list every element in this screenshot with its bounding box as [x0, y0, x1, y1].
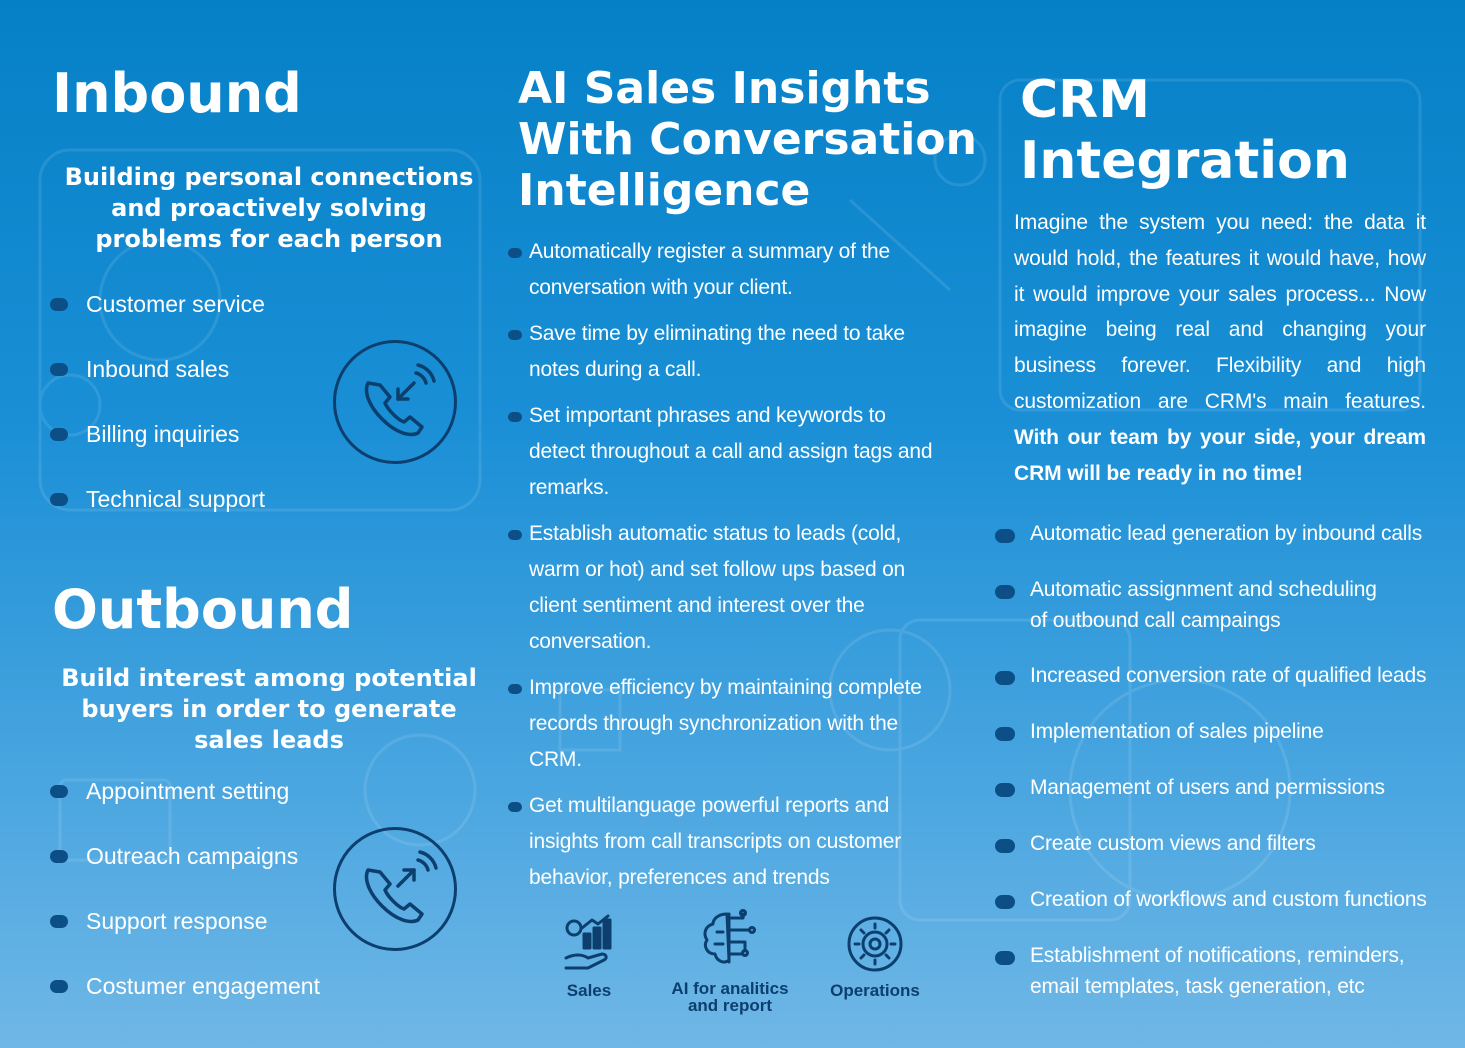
outbound-title: Outbound — [52, 578, 354, 641]
list-item: Inbound sales — [50, 355, 350, 420]
bullet-dot — [50, 850, 68, 863]
bullet-dot — [50, 428, 68, 441]
ai-brain-icon — [703, 909, 756, 964]
bullet-dot — [995, 783, 1015, 797]
ai-analytics-item: AI for analitics and report — [670, 908, 790, 1014]
list-item: Create custom views and filters — [995, 828, 1455, 884]
bullet-dot — [50, 493, 68, 506]
list-item: Improve efficiency by maintaining comple… — [508, 670, 963, 778]
operations-gear-icon — [847, 916, 903, 972]
sales-item: Sales — [549, 914, 629, 999]
inbound-title: Inbound — [52, 62, 302, 125]
list-item: Customer service — [50, 290, 350, 355]
bullet-dot — [995, 951, 1015, 965]
bullet-dot — [508, 248, 522, 258]
outbound-subtitle: Build interest among potential buyers in… — [61, 664, 477, 754]
bullet-dot — [508, 802, 522, 812]
bullet-dot — [50, 980, 68, 993]
crm-paragraph-highlight: With our team by your side, your dream C… — [1014, 425, 1426, 485]
crm-feature-list: Automatic lead generation by inbound cal… — [995, 518, 1455, 1002]
bullet-dot — [50, 363, 68, 376]
bullet-dot — [508, 330, 522, 340]
sales-growth-icon — [564, 914, 612, 970]
list-item: Implementation of sales pipeline — [995, 716, 1455, 772]
inbound-subtitle: Building personal connections and proact… — [64, 163, 474, 253]
operations-item: Operations — [820, 914, 930, 999]
bullet-dot — [995, 585, 1015, 599]
inbound-list: Customer service Inbound sales Billing i… — [50, 290, 350, 550]
crm-paragraph: Imagine the system you need: the data it… — [1014, 211, 1426, 485]
outgoing-call-icon — [333, 827, 457, 951]
crm-title: CRM Integration — [1020, 70, 1350, 191]
list-item: Establishment of notifications, reminder… — [995, 940, 1455, 1002]
bullet-dot — [508, 530, 522, 540]
bullet-dot — [50, 915, 68, 928]
outbound-list: Appointment setting Outreach campaigns S… — [50, 777, 350, 1037]
list-item: Outreach campaigns — [50, 842, 350, 907]
list-item: Automatic lead generation by inbound cal… — [995, 518, 1455, 574]
ai-title: AI Sales Insights With Conversation Inte… — [518, 63, 977, 216]
list-item: Management of users and permissions — [995, 772, 1455, 828]
bullet-dot — [508, 684, 522, 694]
list-item: Increased conversion rate of qualified l… — [995, 660, 1455, 716]
bullet-dot — [995, 895, 1015, 909]
bullet-dot — [508, 412, 522, 422]
bullet-dot — [50, 785, 68, 798]
bullet-dot — [995, 727, 1015, 741]
list-item: Costumer engagement — [50, 972, 350, 1037]
list-item: Technical support — [50, 485, 350, 550]
list-item: Creation of workflows and custom functio… — [995, 884, 1455, 940]
incoming-call-icon — [333, 340, 457, 464]
list-item: Billing inquiries — [50, 420, 350, 485]
list-item: Establish automatic status to leads (col… — [508, 516, 963, 660]
bullet-dot — [50, 298, 68, 311]
bullet-dot — [995, 671, 1015, 685]
list-item: Appointment setting — [50, 777, 350, 842]
list-item: Support response — [50, 907, 350, 972]
bullet-dot — [995, 839, 1015, 853]
list-item: Save time by eliminating the need to tak… — [508, 316, 963, 388]
bullet-dot — [995, 529, 1015, 543]
